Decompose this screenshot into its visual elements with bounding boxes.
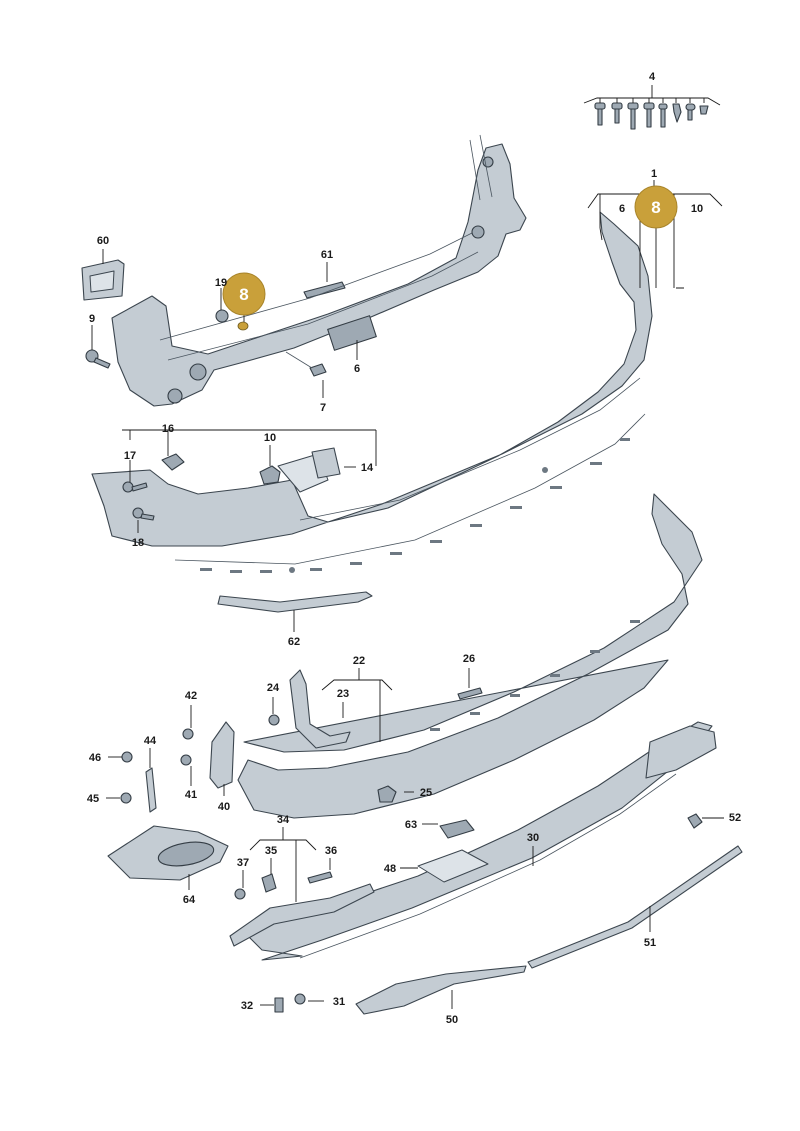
part-24-screw	[268, 714, 280, 726]
callout-16: 16	[162, 423, 174, 435]
part-61-pad	[303, 281, 346, 299]
part-36-pad	[307, 871, 333, 884]
callout-52: 52	[729, 812, 741, 824]
callout-60: 60	[97, 235, 109, 247]
callout-1: 1	[651, 168, 657, 180]
callout-4: 4	[649, 71, 656, 83]
part-46-screw	[121, 751, 133, 763]
callout-45: 45	[87, 793, 99, 805]
callout-44: 44	[144, 735, 157, 747]
callout-10: 10	[264, 432, 276, 444]
callout-37: 37	[237, 857, 249, 869]
callout-35: 35	[265, 845, 277, 857]
callout-31: 31	[333, 996, 345, 1008]
callout-19: 19	[215, 277, 227, 289]
callout-24: 24	[267, 682, 280, 694]
callout-32: 32	[241, 1000, 253, 1012]
callout-62: 62	[288, 636, 300, 648]
callout-40: 40	[218, 801, 230, 813]
callout-23: 23	[337, 688, 349, 700]
part-34-bracket	[229, 883, 375, 947]
callout-labels: 4 1 6 10 60 61 19 9 6 7 16 10 17 14 18 6…	[87, 71, 741, 1026]
highlight-badge-8-right: 8	[634, 185, 678, 229]
callout-34: 34	[277, 814, 290, 826]
part-18-screw	[132, 507, 155, 521]
part-31-screw	[294, 993, 306, 1005]
part-51-strip	[527, 845, 743, 969]
part-23-bracket	[289, 669, 351, 749]
part-16-clip	[161, 453, 185, 471]
highlight-label: 8	[239, 285, 248, 304]
callout-61: 61	[321, 249, 333, 261]
part-9-screw	[85, 349, 111, 369]
callout-63: 63	[405, 819, 417, 831]
callout-36: 36	[325, 845, 337, 857]
part-14-cover	[311, 447, 341, 479]
part-17-screw	[122, 481, 148, 493]
part-41-screw	[180, 754, 192, 766]
highlight-label: 8	[651, 198, 660, 217]
part-63-sensor	[439, 819, 475, 839]
callout-10: 10	[691, 203, 703, 215]
part-4-fastener-set	[594, 102, 709, 130]
highlighted-part-8	[237, 321, 249, 331]
part-37-screw	[234, 888, 246, 900]
part-48-holder	[417, 849, 489, 883]
callout-50: 50	[446, 1014, 458, 1026]
callout-9: 9	[89, 313, 95, 325]
callout-48: 48	[384, 863, 396, 875]
callout-18: 18	[132, 537, 144, 549]
part-26-pad	[457, 687, 483, 700]
part-lower-panel	[237, 493, 703, 819]
callout-6: 6	[354, 363, 360, 375]
part-25-clip	[377, 785, 397, 803]
callout-25: 25	[420, 787, 432, 799]
callout-30: 30	[527, 832, 539, 844]
callout-64: 64	[183, 894, 196, 906]
part-19-nut	[215, 309, 229, 323]
part-45-screw	[120, 792, 132, 804]
part-42-screw	[182, 728, 194, 740]
part-52-clip	[687, 813, 703, 829]
part-bumper-carrier	[111, 134, 527, 407]
part-30-diffuser	[247, 721, 717, 961]
callout-46: 46	[89, 752, 101, 764]
part-62-trim	[217, 591, 373, 613]
callout-22: 22	[353, 655, 365, 667]
highlight-badge-8-left: 8	[222, 272, 266, 316]
callout-6: 6	[619, 203, 625, 215]
callout-14: 14	[361, 462, 374, 474]
part-7-bolt	[285, 351, 327, 377]
part-35-clip	[261, 873, 277, 893]
callout-17: 17	[124, 450, 136, 462]
callout-41: 41	[185, 789, 197, 801]
part-40-bracket	[209, 721, 235, 789]
callout-42: 42	[185, 690, 197, 702]
part-32-bolt	[274, 997, 284, 1013]
callout-26: 26	[463, 653, 475, 665]
callout-51: 51	[644, 937, 656, 949]
part-10-clip	[259, 465, 281, 485]
part-60-bracket	[81, 259, 125, 301]
part-64-exhaust-trim	[107, 825, 229, 881]
part-44-strip	[145, 767, 157, 813]
part-50-lip	[355, 965, 527, 1015]
callout-7: 7	[320, 402, 326, 414]
